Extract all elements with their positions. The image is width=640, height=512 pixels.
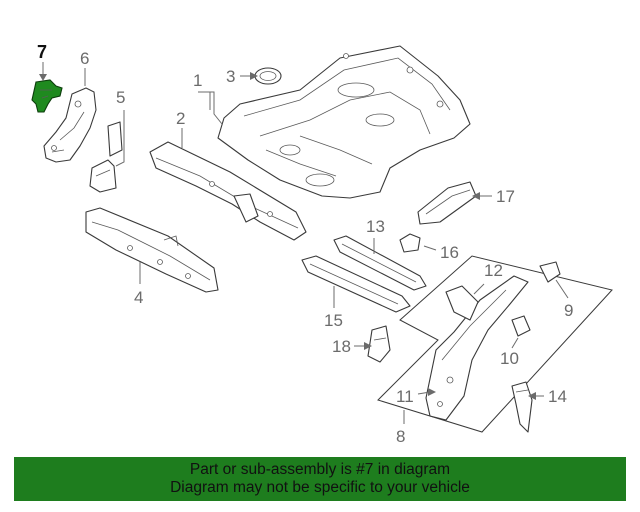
svg-text:12: 12 xyxy=(484,261,503,280)
part-7-bracket[interactable] xyxy=(31,79,63,113)
part-14-bracket[interactable] xyxy=(511,381,533,433)
part-9-plate xyxy=(539,261,561,283)
svg-text:15: 15 xyxy=(324,311,343,330)
callout-12: 12 xyxy=(473,261,503,295)
part-8-assembly[interactable] xyxy=(377,255,613,433)
svg-text:18: 18 xyxy=(332,337,351,356)
svg-text:11: 11 xyxy=(396,387,414,406)
part-15-rail[interactable] xyxy=(301,255,411,313)
svg-text:6: 6 xyxy=(80,49,89,68)
callout-14: 14 xyxy=(528,387,567,406)
callout-10: 10 xyxy=(500,337,519,368)
part-10-clip xyxy=(511,315,531,337)
svg-text:4: 4 xyxy=(134,288,143,307)
callout-4: 4 xyxy=(134,262,143,307)
callout-1: 1 xyxy=(193,71,223,125)
callout-8: 8 xyxy=(396,410,405,446)
svg-text:14: 14 xyxy=(548,387,567,406)
part-16-clip[interactable] xyxy=(399,233,421,253)
part-6-panel[interactable] xyxy=(43,87,97,163)
part-1-floor-pan[interactable] xyxy=(217,45,471,199)
callout-16: 16 xyxy=(423,243,459,262)
part-3-plug[interactable] xyxy=(254,67,282,85)
info-banner: Part or sub-assembly is #7 in diagram Di… xyxy=(14,457,626,501)
parts-diagram: 7 6 5 4 xyxy=(31,42,613,446)
svg-text:5: 5 xyxy=(116,88,125,107)
part-13-rail[interactable] xyxy=(333,235,427,291)
svg-text:10: 10 xyxy=(500,349,519,368)
part-12-bracket xyxy=(445,285,479,321)
callout-7: 7 xyxy=(37,42,47,81)
svg-text:16: 16 xyxy=(440,243,459,262)
part-11-rail xyxy=(425,275,529,421)
part-2-crossmember[interactable] xyxy=(149,141,307,241)
callout-17: 17 xyxy=(472,187,515,206)
callout-3: 3 xyxy=(226,67,258,86)
svg-text:9: 9 xyxy=(564,301,573,320)
banner-line-part: Part or sub-assembly is #7 in diagram xyxy=(189,461,451,478)
part-5-bracket[interactable] xyxy=(89,121,123,193)
svg-text:7: 7 xyxy=(37,42,47,62)
svg-text:17: 17 xyxy=(496,187,515,206)
svg-text:1: 1 xyxy=(193,71,202,90)
svg-text:8: 8 xyxy=(396,427,405,446)
part-18-bracket[interactable] xyxy=(367,325,391,363)
part-17-rail[interactable] xyxy=(417,181,477,225)
callout-18: 18 xyxy=(332,337,372,356)
callout-11: 11 xyxy=(396,387,436,406)
callout-15: 15 xyxy=(324,286,343,330)
callout-9: 9 xyxy=(555,279,573,320)
part-4-crossmember[interactable] xyxy=(85,207,219,293)
callout-5: 5 xyxy=(115,88,125,167)
svg-text:13: 13 xyxy=(366,217,385,236)
callout-2: 2 xyxy=(176,109,185,148)
callout-6: 6 xyxy=(80,49,89,86)
callout-13: 13 xyxy=(366,217,385,254)
banner-line-disclaimer: Diagram may not be specific to your vehi… xyxy=(170,479,470,496)
svg-text:2: 2 xyxy=(176,109,185,128)
svg-text:3: 3 xyxy=(226,67,235,86)
